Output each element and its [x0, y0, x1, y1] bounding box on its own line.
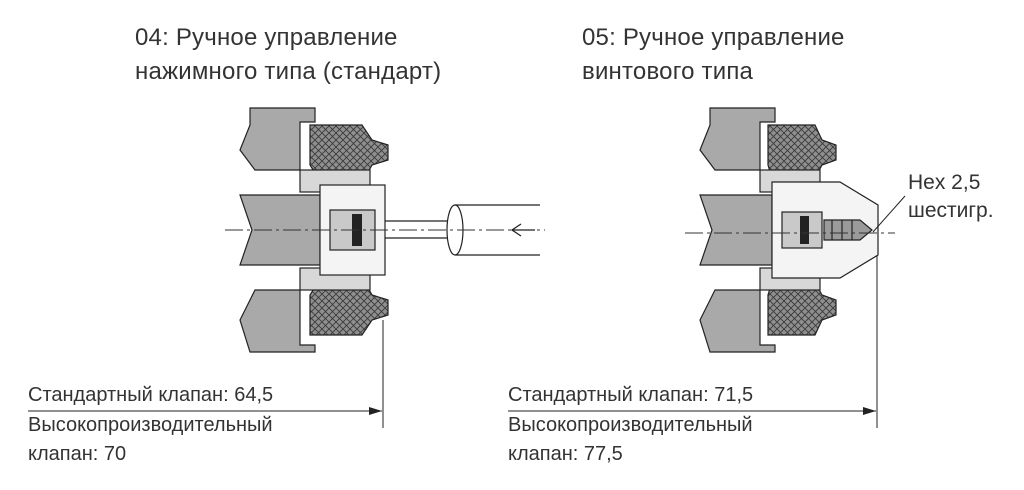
right-title-line2: винтового типа: [582, 58, 754, 85]
right-hp-valve-label-line1: Высокопроизводительный: [508, 414, 753, 436]
left-hp-valve-label-line2: клапан: 70: [28, 443, 127, 465]
left-lower-body: [239, 289, 316, 353]
push-direction-arrow: [510, 223, 535, 237]
right-lower-body: [699, 289, 776, 353]
left-mid-body: [239, 194, 321, 266]
left-title-line2: нажимного типа (стандарт): [135, 58, 442, 85]
right-plunger-stem: [800, 216, 809, 244]
left-title-line1: 04: Ручное управление: [135, 24, 398, 51]
hex-size-label: Hex 2,5: [908, 171, 981, 194]
left-upper-body: [239, 107, 316, 171]
right-upper-body: [699, 107, 776, 171]
right-standard-valve-label: Стандартный клапан: 71,5: [508, 384, 754, 406]
left-standard-valve-label: Стандартный клапан: 64,5: [28, 384, 274, 406]
right-mid-body: [699, 194, 773, 266]
push-type-valve-drawing: [239, 107, 540, 353]
hex-size-label-ru: шестигр.: [908, 199, 994, 222]
right-hp-valve-label-line2: клапан: 77,5: [508, 443, 623, 465]
right-screw: [823, 219, 873, 241]
hex-leader-line: [872, 195, 906, 233]
left-hp-valve-label-line1: Высокопроизводительный: [28, 414, 273, 436]
right-title-line1: 05: Ручное управление: [582, 24, 845, 51]
screw-type-valve-drawing: [699, 107, 879, 353]
